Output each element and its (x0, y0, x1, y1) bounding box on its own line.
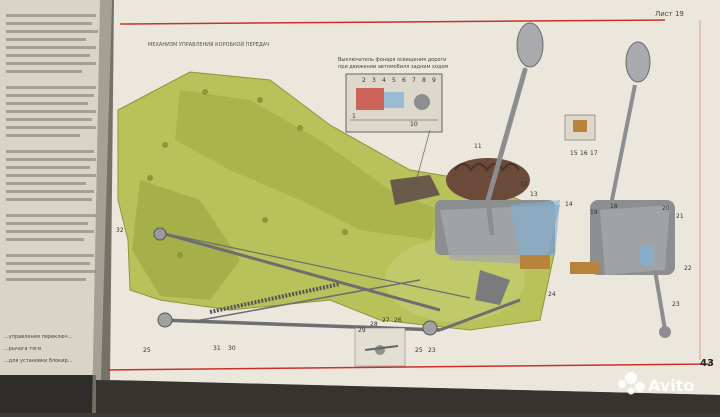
callout-18: 18 (610, 203, 618, 210)
inset-caption-line-2: при движении автомобиля задним ходом (338, 64, 448, 70)
reverse-switch-inset (345, 73, 443, 186)
callout-25: 25 (143, 347, 151, 354)
avito-watermark: Avito (618, 372, 694, 395)
sheet-label: Лист 19 (655, 10, 684, 18)
rod-end-right (422, 320, 438, 336)
callout-16: 16 (580, 150, 588, 157)
left-page-line-2: ...рычага тяги (4, 346, 41, 352)
callout-11: 11 (474, 143, 482, 150)
callout-17: 17 (590, 150, 598, 157)
callout-4: 4 (382, 77, 386, 84)
callout-30: 30 (228, 345, 236, 352)
callout-27: 27 (382, 317, 390, 324)
callout-32: 32 (116, 227, 124, 234)
callout-7: 7 (412, 77, 416, 84)
callout-10: 10 (410, 121, 418, 128)
callout-20: 20 (662, 205, 670, 212)
callout-12: 12 (520, 181, 528, 188)
left-page: ...управления переключ... ...рычага тяги… (0, 0, 112, 413)
page-number: 43 (700, 358, 714, 369)
callout-21: 21 (676, 213, 684, 220)
callout-23b: 23 (672, 301, 680, 308)
callout-8: 8 (422, 77, 426, 84)
callout-2: 2 (362, 77, 366, 84)
callout-3: 3 (372, 77, 376, 84)
callout-23: 23 (428, 347, 436, 354)
diagram-heading: МЕХАНИЗМ УПРАВЛЕНИЯ КОРОБКОЙ ПЕРЕДАЧ (148, 41, 270, 48)
callout-14: 14 (565, 201, 573, 208)
rod-joint-left (153, 227, 167, 241)
callout-31: 31 (213, 345, 221, 352)
callout-29: 29 (358, 327, 366, 334)
callout-24: 24 (548, 291, 556, 298)
callout-22: 22 (684, 265, 692, 272)
callout-6: 6 (402, 77, 406, 84)
callout-9: 9 (432, 77, 436, 84)
callout-15: 15 (570, 150, 578, 157)
callout-13: 13 (530, 191, 538, 198)
rod-end-bottom (157, 312, 173, 328)
left-page-line-1: ...управления переключ... (4, 334, 73, 340)
callout-1: 1 (352, 113, 356, 120)
callout-19: 19 (590, 209, 598, 216)
callout-28: 28 (370, 321, 378, 328)
avito-logo-icon (618, 372, 645, 395)
left-page-line-3: ...для установки блокир... (4, 358, 73, 364)
callout-25b: 25 (415, 347, 423, 354)
inset-caption-line-1: Выключатель фонаря освещения дороги (338, 57, 446, 63)
shift-mechanism-center (390, 158, 560, 305)
callout-26: 26 (394, 317, 402, 324)
callout-labels: 32 25 31 30 23 25 24 11 12 13 14 19 18 2… (116, 77, 692, 354)
bottom-inset (354, 327, 406, 367)
gear-lever-main (485, 22, 544, 236)
watermark-text: Avito (648, 376, 694, 395)
shift-mechanism-right (564, 41, 675, 338)
callout-5: 5 (392, 77, 396, 84)
